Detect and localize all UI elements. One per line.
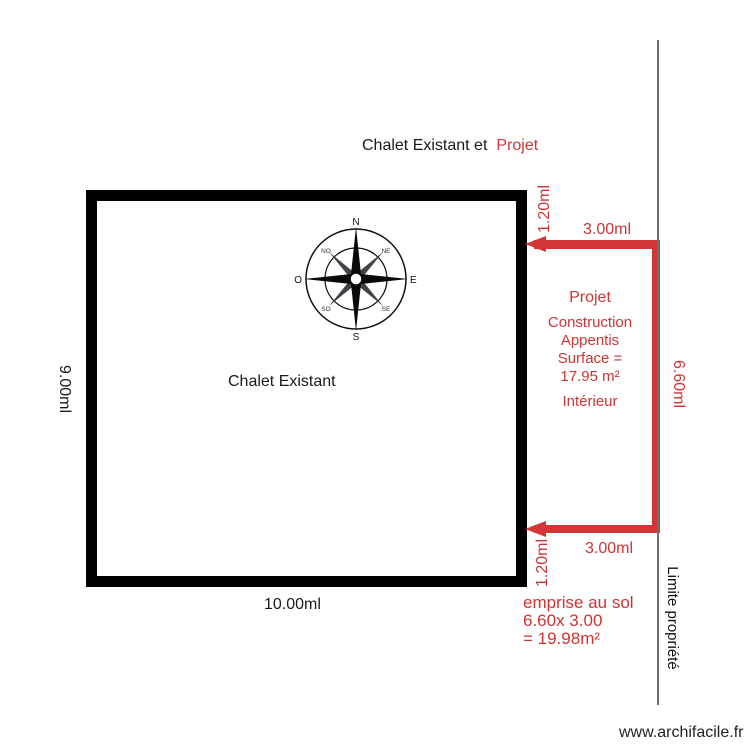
compass-label-east: E bbox=[410, 275, 417, 286]
footprint-note-line: emprise au sol bbox=[523, 593, 634, 612]
compass-rose: N S E O NO NE SO SE bbox=[294, 217, 417, 343]
projet-bottom-width-dimension: 3.00ml bbox=[585, 540, 634, 557]
projet-top-arrow-icon bbox=[525, 236, 546, 252]
projet-top-width-dimension: 3.00ml bbox=[583, 221, 632, 238]
compass-label-northwest: NO bbox=[321, 248, 331, 255]
projet-height-dimension: 6.60ml bbox=[670, 359, 687, 409]
projet-description-line: Construction bbox=[547, 314, 633, 331]
projet-bottom-offset-dimension: 1.20ml bbox=[534, 538, 551, 588]
compass-label-southwest: SO bbox=[321, 306, 330, 313]
compass-label-west: O bbox=[294, 275, 302, 286]
plan-title-existing: Chalet Existant et bbox=[362, 137, 488, 154]
plan-title-projet: Projet bbox=[496, 137, 539, 154]
compass-label-south: S bbox=[353, 332, 360, 343]
projet-description-title: Projet bbox=[569, 289, 611, 306]
chalet-width-dimension: 10.00ml bbox=[264, 596, 321, 613]
projet-description-line: 17.95 m² bbox=[560, 368, 620, 385]
footprint-note-line: = 19.98m² bbox=[523, 629, 601, 648]
footprint-note: emprise au sol 6.60x 3.00 = 19.98m² bbox=[523, 594, 634, 648]
compass-cardinal-star bbox=[304, 227, 408, 331]
plan-title: Chalet Existant et Projet bbox=[362, 137, 538, 155]
projet-description-line: Intérieur bbox=[562, 393, 618, 410]
projet-top-offset-dimension: 1.20ml bbox=[536, 184, 553, 234]
projet-description-line: Surface = bbox=[557, 350, 623, 367]
projet-description: Projet Construction Appentis Surface = 1… bbox=[527, 289, 653, 411]
chalet-label: Chalet Existant bbox=[228, 373, 336, 390]
projet-extension-outline bbox=[534, 240, 660, 533]
compass-label-northeast: NE bbox=[381, 248, 391, 255]
watermark: www.archifacile.fr bbox=[619, 724, 744, 741]
property-limit-label: Limite propriété bbox=[664, 566, 681, 670]
chalet-height-dimension: 9.00ml bbox=[56, 364, 73, 414]
footprint-note-line: 6.60x 3.00 bbox=[523, 611, 603, 630]
property-limit-line bbox=[657, 40, 659, 705]
compass-label-southeast: SE bbox=[382, 306, 391, 313]
projet-description-line: Appentis bbox=[560, 332, 620, 349]
compass-label-north: N bbox=[352, 217, 359, 228]
chalet-outline bbox=[86, 190, 527, 587]
compass-center-dot bbox=[349, 272, 363, 286]
projet-bottom-arrow-icon bbox=[525, 521, 546, 537]
